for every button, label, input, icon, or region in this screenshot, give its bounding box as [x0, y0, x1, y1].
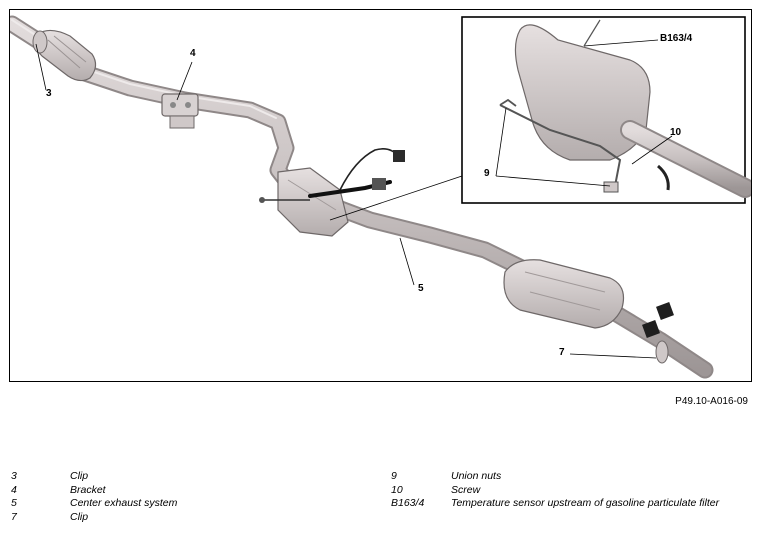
figure-reference: P49.10-A016-09 — [675, 396, 748, 407]
callout-3: 3 — [46, 88, 52, 99]
rubber-mounts — [642, 302, 674, 338]
sensor-wiring — [259, 148, 405, 203]
leader-lines — [35, 43, 657, 359]
legend-text: Temperature sensor upstream of gasoline … — [451, 497, 720, 509]
front-catalytic-converter — [32, 29, 97, 82]
detail-inset — [461, 16, 751, 204]
legend-number: 10 — [391, 483, 403, 496]
legend-item: B163/4 Temperature sensor upstream of ga… — [391, 497, 759, 511]
legend-item: 7 Clip — [11, 511, 371, 525]
center-filter — [277, 167, 349, 237]
exhaust-diagram: 3 4 5 7 9 10 B163/4 — [9, 9, 752, 382]
legend-number: 9 — [391, 470, 397, 482]
legend-text: Clip — [70, 510, 89, 523]
legend-item: 10 Screw — [391, 484, 759, 498]
legend-text: Bracket — [70, 483, 106, 496]
callout-b163-4: B163/4 — [660, 33, 693, 44]
callout-9: 9 — [484, 168, 490, 179]
rear-clip — [655, 340, 669, 364]
legend-text: Union nuts — [451, 470, 502, 482]
exhaust-drawing — [10, 15, 751, 379]
legend-text: Center exhaust system — [70, 497, 178, 509]
legend-number: 4 — [11, 483, 17, 496]
legend-number: 7 — [11, 510, 17, 523]
legend-left: 3 Clip 4 Bracket 5 Center exhaust system… — [11, 470, 371, 524]
legend-right: 9 Union nuts 10 Screw B163/4 Temperature… — [391, 470, 759, 511]
callout-5: 5 — [418, 283, 424, 294]
callout-10: 10 — [670, 127, 682, 138]
legend-item: 9 Union nuts — [391, 470, 759, 484]
legend-item: 3 Clip — [11, 470, 371, 484]
callout-7: 7 — [559, 347, 565, 358]
rear-silencer — [503, 259, 625, 329]
callout-4: 4 — [190, 48, 196, 59]
legend-number: 5 — [11, 497, 17, 509]
legend-number: 3 — [11, 470, 17, 482]
legend-item: 4 Bracket — [11, 484, 371, 498]
legend-text: Screw — [451, 483, 481, 496]
legend-number: B163/4 — [391, 497, 425, 509]
legend-text: Clip — [70, 470, 89, 482]
legend-item: 5 Center exhaust system — [11, 497, 371, 511]
bracket — [161, 93, 199, 129]
